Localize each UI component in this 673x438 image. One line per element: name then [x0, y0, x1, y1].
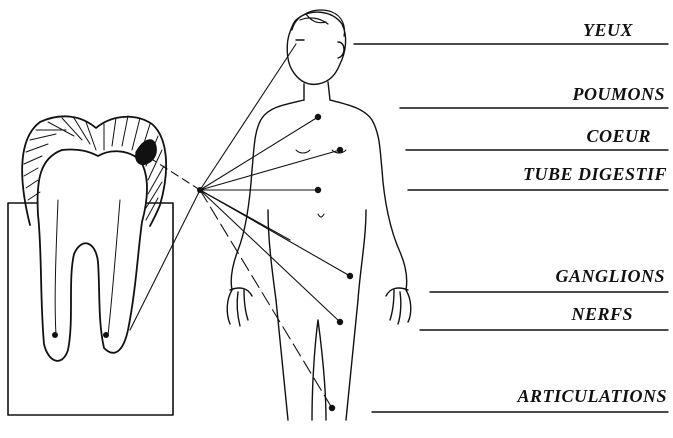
- connector-nerves: [200, 190, 340, 322]
- figure-legs: [276, 300, 358, 420]
- dot-ganglions: [347, 273, 353, 279]
- connector-tooth-cavity: [150, 158, 200, 190]
- figure-hips: [268, 210, 366, 300]
- connector-heart: [200, 150, 340, 190]
- root-apex-right: [103, 332, 109, 338]
- dot-nerves: [337, 319, 343, 325]
- tooth-illustration: [8, 116, 173, 415]
- human-figure: [227, 10, 411, 420]
- figure-torso: [231, 100, 407, 290]
- figure-head: [287, 12, 345, 84]
- dot-digestive: [315, 187, 321, 193]
- figure-right-hand: [386, 288, 411, 324]
- label-poumons: POUMONS: [572, 84, 665, 105]
- dot-joints: [329, 405, 335, 411]
- figure-hair: [292, 10, 345, 36]
- label-coeur: COEUR: [586, 126, 651, 147]
- connector-eyes: [200, 44, 296, 190]
- label-tube-digestif: TUBE DIGESTIF: [523, 164, 667, 185]
- connector-joints: [200, 190, 332, 408]
- tooth-cavity: [136, 140, 157, 165]
- focal-point: [197, 187, 203, 193]
- label-yeux: YEUX: [583, 20, 633, 41]
- label-articulations: ARTICULATIONS: [517, 386, 667, 407]
- dot-lungs: [315, 114, 321, 120]
- label-ganglions: GANGLIONS: [555, 266, 665, 287]
- connector-lines: [130, 44, 350, 408]
- dot-heart: [337, 147, 343, 153]
- root-apex-left: [52, 332, 58, 338]
- figure-left-hand: [227, 288, 252, 326]
- connector-lungs: [200, 117, 318, 190]
- label-nerfs: NERFS: [571, 304, 633, 325]
